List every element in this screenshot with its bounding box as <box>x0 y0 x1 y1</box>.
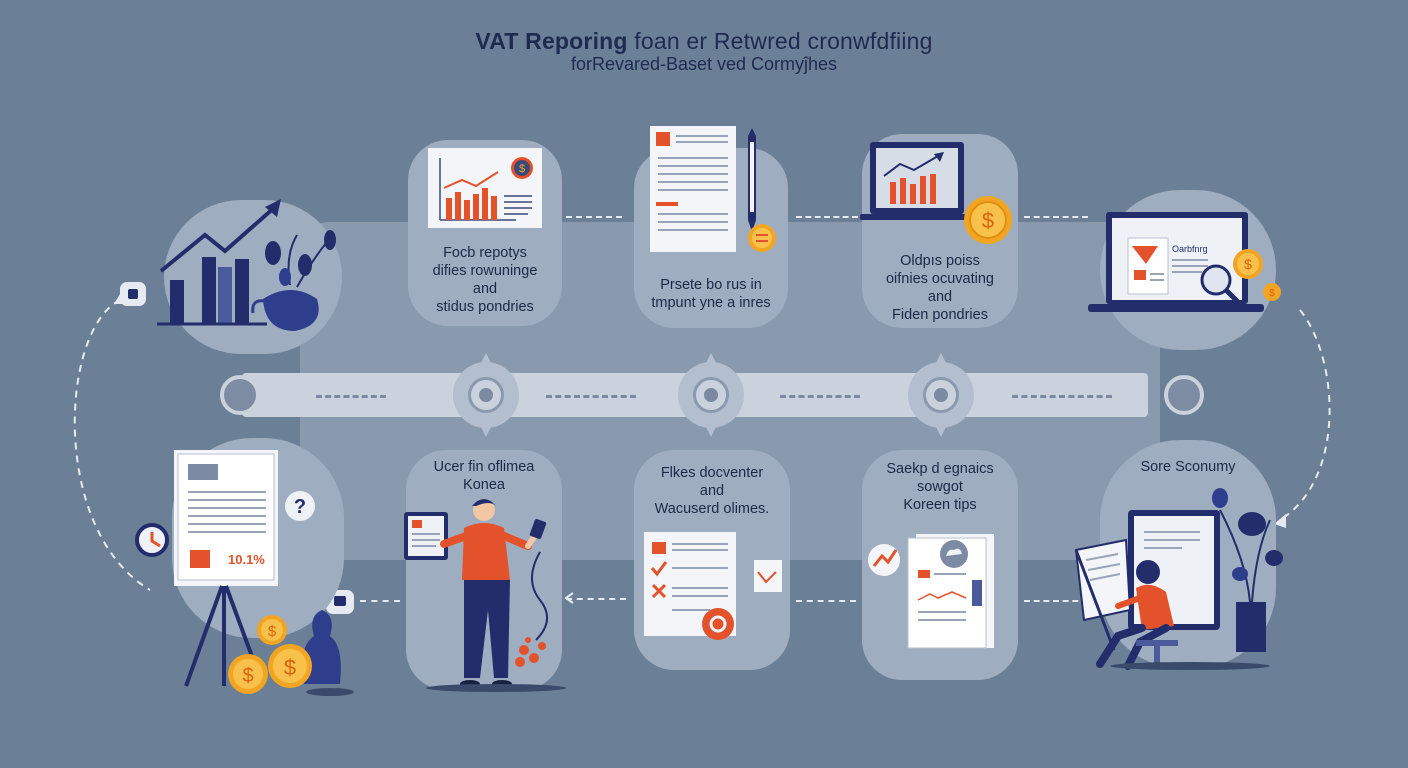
connector-top-1 <box>566 216 622 218</box>
svg-text:10.1%: 10.1% <box>228 552 265 567</box>
timeline-start-ring <box>220 375 260 415</box>
bottom-card-2-line-1: Flkes docventer <box>660 465 764 481</box>
connector-top-2 <box>796 216 858 218</box>
laptop-magnifier-icon: Oarbfnrg $ $ <box>1088 212 1281 312</box>
connector-bottom-1 <box>360 600 400 602</box>
top-card-3-line-4: Fiden pondries <box>892 307 988 323</box>
cloud-report-icon <box>868 534 994 649</box>
person-reading-illustration <box>1074 488 1283 670</box>
svg-text:$: $ <box>1269 288 1275 299</box>
timeline-dash-3 <box>780 395 860 398</box>
timeline-dash-4 <box>1012 395 1112 398</box>
bottom-card-2-text: Flkes docventer and Wacuserd olimes. <box>634 464 790 518</box>
svg-text:$: $ <box>982 208 994 233</box>
page-subtitle: forRevared-Baset ᴠed Cormyĵhes <box>570 54 838 74</box>
svg-text:?: ? <box>294 496 306 518</box>
page-title: VAT Reporing foan er Retwred cronwfdfiin… <box>0 28 1408 55</box>
person-phone-illustration <box>404 499 566 692</box>
connector-top-3 <box>1024 216 1088 218</box>
title-rest: foan er Retwred cronwfdfiing <box>627 28 933 54</box>
top-card-3-line-2: oifnies ocuvating <box>885 271 994 287</box>
svg-text:$: $ <box>268 623 277 640</box>
svg-text:$: $ <box>242 665 253 687</box>
top-card-1-line-3: and <box>472 281 498 297</box>
timeline-dash-1 <box>316 395 386 398</box>
bottom-card-2-line-2: and <box>699 483 725 499</box>
checklist-document-icon <box>644 532 782 640</box>
top-card-1-line-4: stidus pondries <box>436 299 534 315</box>
timeline-node-1 <box>453 353 519 437</box>
whiteboard-coins-icon: 10.1% ? $ $ $ <box>135 450 354 696</box>
bottom-card-2-line-3: Wacuserd olimes. <box>654 501 770 517</box>
timeline-dash-2 <box>546 395 636 398</box>
analytics-report-icon: $ <box>428 148 542 228</box>
connector-bottom-2 <box>566 598 626 600</box>
bar-chart-growth-icon <box>157 199 336 331</box>
svg-text:$: $ <box>1244 256 1252 272</box>
bottom-card-1-line-1: Ucer fin oflimea <box>433 459 535 475</box>
bottom-card-3-text: Saekp d egnaics sowgot Koreen tips <box>862 460 1018 514</box>
top-card-1-line-2: difies rowuninge <box>432 263 538 279</box>
timeline-node-3 <box>908 353 974 437</box>
laptop-chart-coin-icon: $ <box>860 142 1012 244</box>
top-card-3-line-1: Oldpıs poiss <box>900 253 980 269</box>
loop-connector-right <box>1274 309 1331 528</box>
small-icon-box-top <box>120 282 146 306</box>
connector-bottom-3 <box>796 600 856 602</box>
top-card-1-text: Focb repotys difies rowuninge and stidus… <box>408 244 562 316</box>
connector-bottom-4 <box>1024 600 1088 602</box>
bottom-card-3-line-4: Koreen tips <box>903 497 977 513</box>
timeline-end-ring <box>1164 375 1204 415</box>
document-pen-icon <box>650 126 776 252</box>
svg-text:$: $ <box>284 655 296 680</box>
bottom-card-1-text: Ucer fin oflimea Konea <box>406 458 562 494</box>
connector-arrow-left <box>564 592 574 604</box>
svg-text:$: $ <box>519 163 525 175</box>
top-card-2-text: Prsete bo rus in tmpunt yne a inres <box>634 276 788 312</box>
svg-text:Oarbfnrg: Oarbfnrg <box>1172 244 1208 254</box>
top-card-3-text: Oldpıs poiss oifnies ocuvating and Fiden… <box>862 252 1018 324</box>
top-card-2-line-2: tmpunt yne a inres <box>651 295 771 311</box>
timeline-node-2 <box>678 353 744 437</box>
bottom-card-4-text: Sore Sconumy <box>1100 458 1276 476</box>
top-card-2-line-1: Prsete bo rus in <box>660 277 762 293</box>
bottom-card-1-line-2: Konea <box>463 477 505 493</box>
top-card-3-line-3: and <box>927 289 953 305</box>
bottom-card-3-line-2: sowgot <box>917 479 963 495</box>
bottom-card-4-line-1: Sore Sconumy <box>1140 459 1236 475</box>
top-card-1-line-1: Focb repotys <box>443 245 527 261</box>
title-bold: VAT Reporing <box>475 28 628 54</box>
bottom-card-3-line-1: Saekp d egnaics <box>886 461 994 477</box>
